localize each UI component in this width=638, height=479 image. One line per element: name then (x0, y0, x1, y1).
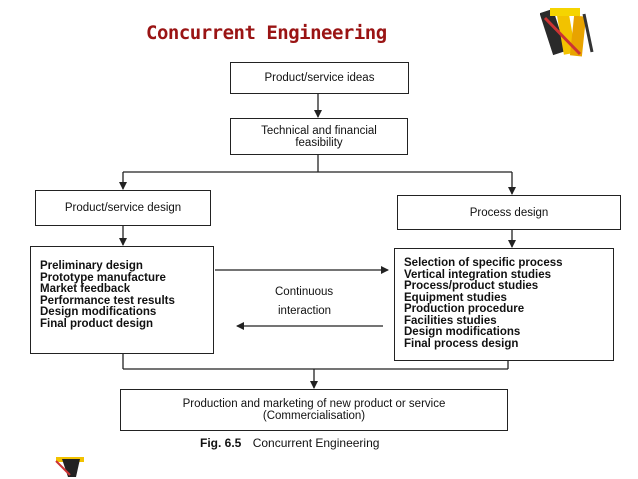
process-design-label: Process design (469, 206, 549, 219)
feasibility-label-line2: feasibility (295, 136, 343, 149)
production-label-line2: (Commercialisation) (262, 410, 366, 422)
pen-clipart-icon (55, 457, 84, 477)
interaction-label-line2: interaction (278, 305, 332, 317)
production-box: Production and marketing of new product … (120, 389, 508, 431)
process-design-box: Process design (397, 195, 621, 230)
product-design-box: Product/service design (35, 190, 211, 226)
product-design-label: Product/service design (64, 202, 182, 214)
ideas-box: Product/service ideas (230, 62, 409, 94)
list-item: Design modifications (404, 326, 521, 338)
list-item: Vertical integration studies (404, 268, 551, 281)
list-item: Design modifications (40, 306, 157, 318)
list-item: Process/product studies (404, 280, 539, 292)
list-item: Final product design (40, 317, 154, 330)
list-item: Facilities studies (404, 314, 497, 327)
list-item: Market feedback (40, 283, 131, 295)
figure-title: Concurrent Engineering (252, 436, 380, 450)
list-item: Prototype manufacture (40, 271, 166, 284)
interaction-label-line1: Continuous (275, 286, 334, 298)
feasibility-label-line1: Technical and financial (261, 124, 377, 137)
list-item: Selection of specific process (404, 257, 563, 269)
list-item: Final process design (404, 337, 519, 350)
list-item: Performance test results (40, 294, 175, 307)
process-activities-box: Selection of specific process Vertical i… (394, 248, 614, 361)
production-label-line1: Production and marketing of new product … (182, 398, 446, 410)
figure-number: Fig. 6.5 (200, 436, 242, 450)
product-activities-box: Preliminary design Prototype manufacture… (30, 246, 214, 354)
list-item: Equipment studies (404, 291, 507, 304)
ideas-label: Product/service ideas (264, 72, 375, 84)
feasibility-box: Technical and financial feasibility (230, 118, 408, 155)
pencil-clipart-icon (540, 8, 594, 57)
list-item: Preliminary design (40, 260, 143, 272)
figure-caption: Fig. 6.5 Concurrent Engineering (200, 436, 379, 450)
slide-title: Concurrent Engineering (146, 22, 387, 44)
list-item: Production procedure (404, 303, 525, 315)
